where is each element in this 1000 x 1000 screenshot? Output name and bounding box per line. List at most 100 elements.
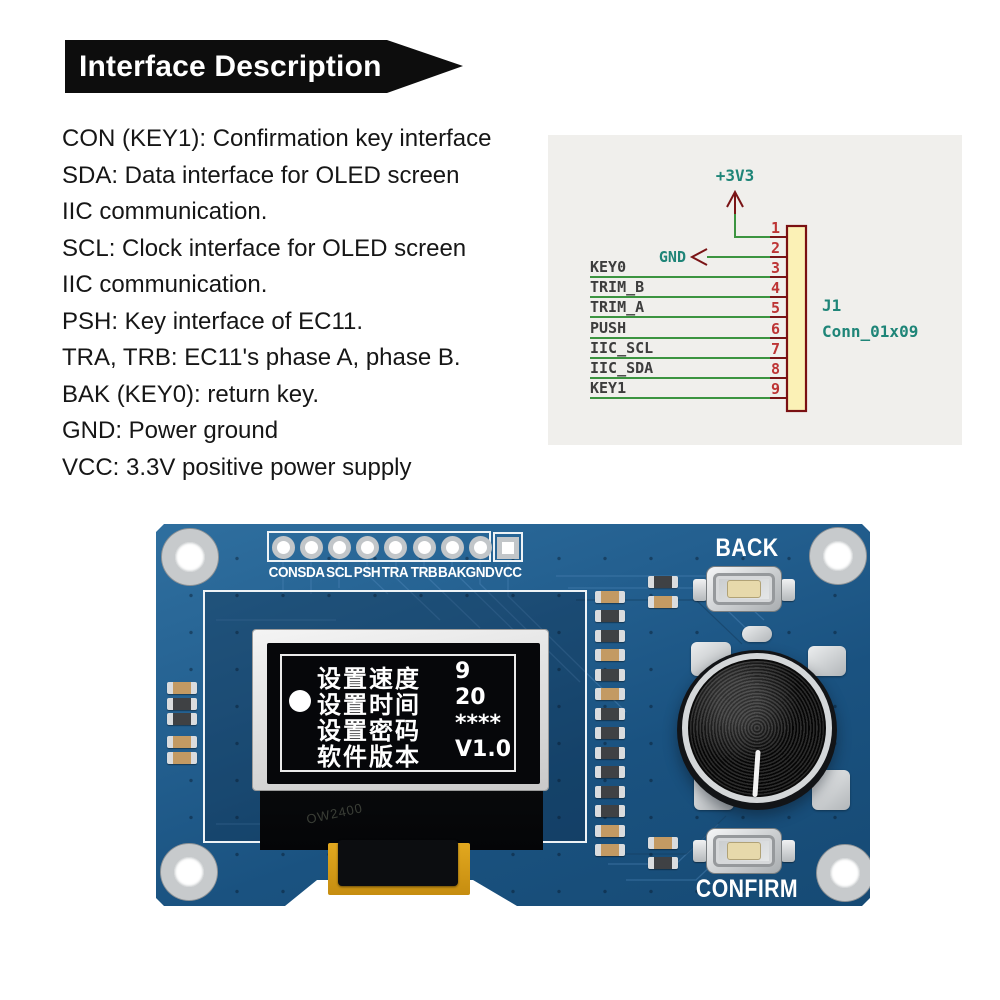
mounting-hole (161, 844, 217, 900)
switch-lead (781, 579, 795, 601)
description-line: SCL: Clock interface for OLED screen (62, 234, 467, 262)
pin-label: CON (268, 564, 298, 581)
pin-pad-sda (300, 536, 323, 559)
smd-component (595, 669, 625, 681)
svg-text:TRIM_B: TRIM_B (590, 278, 644, 296)
smd-component (595, 805, 625, 817)
pin-label: TRA (381, 564, 409, 581)
svg-text:IIC_SCL: IIC_SCL (590, 339, 653, 357)
smd-component (648, 837, 678, 849)
menu-item-value: 20 (455, 685, 486, 710)
smd-component (167, 736, 197, 748)
smd-component (595, 825, 625, 837)
svg-text:PUSH: PUSH (590, 319, 626, 337)
encoder-solder-tab (808, 646, 846, 676)
oled-glass-marking: OW2400 (305, 800, 365, 827)
pin-label: SDA (297, 564, 325, 581)
pin-label: BAK (438, 564, 466, 581)
pin-label: SCL (326, 564, 352, 581)
wire-pin1 (734, 214, 770, 238)
oled-screen: 设置速度 9 设置时间 20 设置密码 **** 软件版本 V1.0 (267, 643, 540, 784)
svg-text:6: 6 (771, 320, 780, 338)
switch-lead (693, 840, 707, 862)
svg-text:1: 1 (771, 219, 780, 237)
pin-pad-trb (413, 536, 436, 559)
description-line: CON (KEY1): Confirmation key interface (62, 125, 492, 152)
smd-component (648, 857, 678, 869)
gnd-net-label: GND (659, 248, 686, 266)
connector-body (785, 224, 808, 413)
smd-component (167, 752, 197, 764)
description-line: GND: Power ground (62, 417, 279, 444)
smd-component (167, 698, 197, 710)
mounting-hole (817, 845, 870, 901)
svg-text:5: 5 (771, 299, 780, 317)
menu-item-label: 软件版本 (317, 743, 421, 771)
smd-component (595, 766, 625, 778)
description-line: IIC communication. (62, 271, 268, 298)
smd-component (595, 649, 625, 661)
pin-label: PSH (353, 564, 381, 581)
smd-component (595, 688, 625, 700)
confirm-button (706, 828, 782, 874)
description-line: BAK (KEY0): return key. (62, 380, 319, 408)
net-wires (590, 276, 770, 399)
menu-item-value: 9 (455, 659, 471, 684)
description-line: VCC: 3.3V positive power supply (62, 453, 412, 481)
smd-component (595, 610, 625, 622)
svg-text:KEY1: KEY1 (590, 379, 626, 397)
switch-actuator (727, 580, 761, 598)
title-banner: Interface Description (65, 40, 463, 93)
menu-item-label: 设置速度 (317, 665, 421, 693)
solder-blob (742, 626, 772, 642)
pin-label: GND (465, 564, 495, 581)
schematic-drawing: +3V3 GND (590, 166, 918, 413)
svg-text:2: 2 (771, 239, 780, 257)
back-button-label: BACK (715, 534, 779, 562)
menu-cursor-dot (289, 690, 311, 712)
menu-item-value: V1.0 (455, 737, 511, 762)
smd-component (595, 727, 625, 739)
power-net-label: +3V3 (716, 166, 755, 185)
pin-pad-tra (384, 536, 407, 559)
connector-reference: J1 (822, 296, 841, 315)
menu-row: 软件版本 V1.0 (267, 737, 540, 771)
mounting-hole (162, 529, 218, 585)
menu-item-label: 设置时间 (317, 691, 421, 719)
svg-text:4: 4 (771, 279, 780, 297)
description-line: PSH: Key interface of EC11. (62, 307, 364, 335)
page-title: Interface Description (79, 49, 382, 83)
pcb-photo: CON SDA SCL PSH TRA TRB BAK GND VCC (156, 524, 870, 906)
confirm-button-label: CONFIRM (695, 875, 799, 903)
oled-menu-border (280, 654, 516, 772)
description-line: SDA: Data interface for OLED screen (62, 161, 460, 189)
gnd-arrow-icon (689, 248, 708, 266)
smd-component (595, 786, 625, 798)
pin-pad-con (272, 536, 295, 559)
switch-lead (693, 579, 707, 601)
net-labels: KEY0 TRIM_B TRIM_A PUSH IIC_SCL IIC_SDA … (590, 258, 653, 397)
svg-text:9: 9 (771, 380, 780, 398)
svg-text:8: 8 (771, 360, 780, 378)
svg-text:IIC_SDA: IIC_SDA (590, 359, 653, 377)
pin-label: VCC (494, 564, 522, 581)
smd-component (595, 630, 625, 642)
svg-text:TRIM_A: TRIM_A (590, 298, 644, 316)
pin-pad-bak (441, 536, 464, 559)
svg-text:KEY0: KEY0 (590, 258, 626, 276)
switch-lead (781, 840, 795, 862)
pin-pad-scl (328, 536, 351, 559)
schematic-panel: +3V3 GND (548, 135, 962, 445)
connector-value: Conn_01x09 (822, 322, 918, 341)
power-arrow-icon (726, 189, 744, 214)
pin-pad-psh (356, 536, 379, 559)
back-button (706, 566, 782, 612)
description-line: IIC communication. (62, 198, 268, 225)
menu-item-label: 设置密码 (317, 717, 421, 745)
pin-label: TRB (410, 564, 438, 581)
svg-text:3: 3 (771, 259, 780, 277)
smd-component (595, 591, 625, 603)
smd-component (648, 576, 678, 588)
smd-component (595, 747, 625, 759)
